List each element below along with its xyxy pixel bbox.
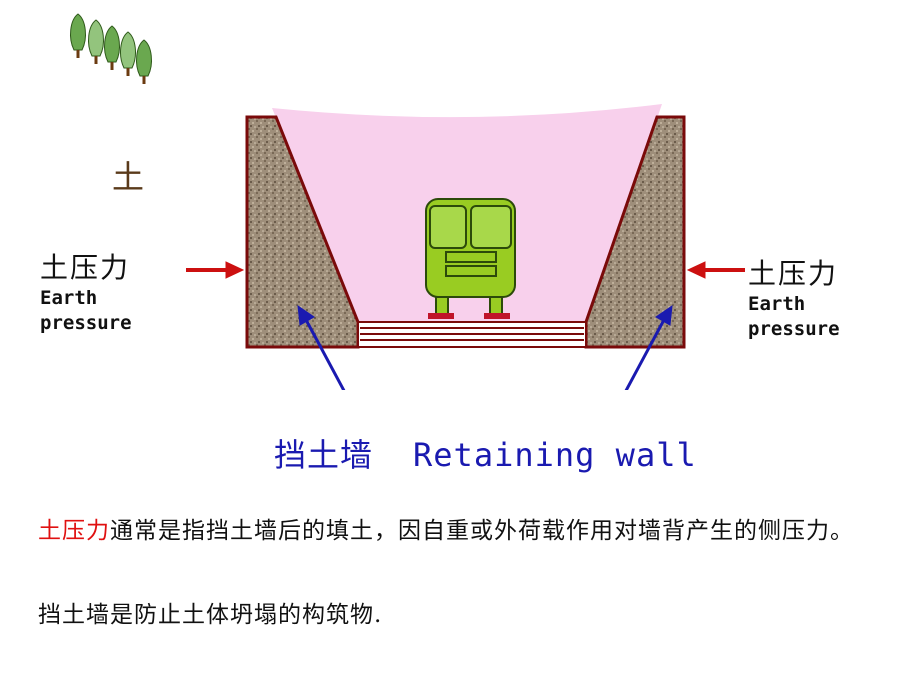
left-label-en-2: pressure [40,312,132,334]
right-earth-pressure-label: 土压力 Earth pressure [748,252,840,342]
right-label-en-1: Earth [748,293,806,315]
excavator-icon [425,198,516,319]
right-wall-pointer-arrow-icon [624,304,673,390]
left-wall-pointer-arrow-icon [297,304,346,390]
definition-paragraph: 土压力通常是指挡土墙后的填土，因自重或外荷载作用对墙背产生的侧压力。 [38,512,878,550]
retaining-wall-definition: 挡土墙是防止土体坍塌的构筑物. [38,602,383,628]
soil-label: 土 [112,158,145,196]
retaining-wall-caption: 挡土墙 Retaining wall [274,430,697,476]
definition-text: 通常是指挡土墙后的填土，因自重或外荷载作用对墙背产生的侧压力。 [110,518,854,544]
caption-cn: 挡土墙 [274,436,374,474]
definition-term: 土压力 [38,518,110,544]
floor-slab [357,321,587,348]
left-earth-pressure-label: 土压力 Earth pressure [40,246,132,336]
left-label-en-1: Earth [40,287,98,309]
trees-icon [70,13,152,84]
right-label-cn: 土压力 [748,257,839,290]
retaining-wall-diagram [186,104,745,390]
right-pressure-arrow-icon [686,261,745,279]
right-label-en-2: pressure [748,318,840,340]
left-label-cn: 土压力 [40,251,131,284]
left-pressure-arrow-icon [186,261,245,279]
caption-en: Retaining wall [413,436,697,474]
